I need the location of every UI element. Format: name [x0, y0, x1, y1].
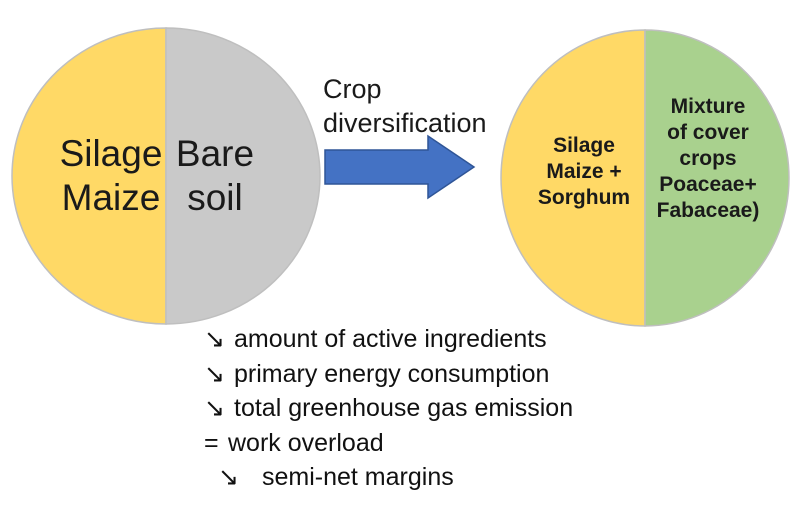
arrow-label-line: diversification: [323, 108, 487, 138]
left-circle-bare-soil-half: [165, 27, 321, 325]
right-circle-maize-sorghum-half: [500, 29, 646, 327]
effect-text: work overload: [228, 428, 384, 457]
label-line: Silage: [59, 133, 163, 174]
effect-text: primary energy consumption: [234, 359, 550, 388]
effects-list: ↘ amount of active ingredients ↘ primary e…: [204, 322, 573, 495]
right-circle-right-label: Mixture of cover crops Poaceae+ Fabaceae…: [646, 94, 770, 224]
label-line: Maize +: [546, 160, 622, 183]
left-circle-left-label: Silage Maize: [58, 132, 164, 220]
label-line: Poaceae+: [659, 173, 757, 196]
effect-text: amount of active ingredients: [234, 325, 547, 353]
label-line: Bare: [175, 133, 255, 174]
left-circle-maize-half: [11, 27, 167, 325]
arrow-label: Crop diversification: [323, 72, 487, 140]
label-line: Fabaceae): [656, 199, 760, 222]
effect-text: total greenhouse gas emission: [234, 394, 574, 422]
arrow-label-line: Crop: [323, 74, 382, 104]
diversification-arrow: [324, 134, 476, 200]
effect-item: ↘ total greenhouse gas emission: [204, 391, 573, 426]
effect-item: ↘ semi-net margins: [204, 460, 573, 495]
effect-item: ↘ primary energy consumption: [204, 357, 573, 392]
effect-text: semi-net margins: [262, 463, 454, 491]
label-line: crops: [679, 147, 737, 170]
right-circle-cover-crops-half: [644, 29, 790, 327]
label-line: Mixture: [670, 95, 746, 118]
left-circle-right-label: Bare soil: [168, 132, 262, 220]
decrease-arrow-icon: ↘: [218, 463, 239, 491]
label-line: Maize: [61, 177, 161, 218]
label-line: Silage: [553, 134, 615, 157]
decrease-arrow-icon: ↘: [204, 394, 225, 422]
right-circle-left-label: Silage Maize + Sorghum: [526, 133, 642, 211]
label-line: Sorghum: [537, 186, 631, 209]
effect-item: = work overload: [204, 426, 573, 461]
decrease-arrow-icon: ↘: [204, 325, 225, 353]
effect-item: ↘ amount of active ingredients: [204, 322, 573, 357]
label-line: of cover: [667, 121, 749, 144]
equal-sign-icon: =: [204, 428, 219, 457]
decrease-arrow-icon: ↘: [204, 359, 225, 388]
label-line: soil: [187, 177, 243, 218]
